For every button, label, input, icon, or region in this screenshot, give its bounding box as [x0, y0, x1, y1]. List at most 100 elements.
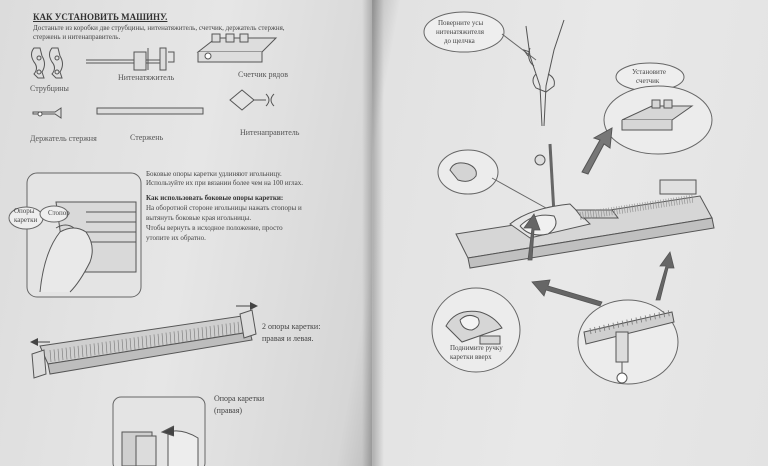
hatch-line: [202, 327, 203, 339]
section-title: КАК УСТАНОВИТЬ МАШИНУ.: [33, 12, 168, 22]
hatch-line: [174, 331, 175, 343]
hatch-line: [222, 324, 223, 336]
hatch-line: [650, 314, 651, 320]
hatch-line: [658, 200, 659, 208]
rod-holder-illustration: [30, 104, 70, 124]
hatch-line: [666, 199, 667, 207]
hatch-line: [603, 208, 604, 216]
hatch-line: [158, 334, 159, 346]
hatch-line: [637, 203, 638, 211]
hatch-line: [78, 346, 79, 358]
hatch-line: [689, 195, 690, 203]
hatch-line: [583, 212, 584, 220]
hatch-line: [659, 312, 660, 318]
label-rod-holder: Держатель стержня: [30, 134, 97, 143]
hatch-line: [641, 316, 642, 322]
hatch-line: [230, 323, 231, 335]
hatch-line: [190, 329, 191, 341]
hatch-line: [166, 333, 167, 345]
callout-stopper: Стопор: [48, 209, 70, 217]
rails-howto-4: утопите их обратно.: [146, 234, 206, 242]
callout-supports: Опоры каретки: [14, 207, 38, 224]
label-thread-guide: Нитенаправитель: [240, 128, 300, 137]
hatch-line: [676, 197, 677, 205]
hatch-line: [624, 205, 625, 213]
right-support-illustration: [112, 396, 208, 466]
hatch-line: [681, 196, 682, 204]
hatch-line: [645, 315, 646, 321]
hatch-line: [590, 210, 591, 218]
hatch-line: [198, 328, 199, 340]
hatch-line: [645, 202, 646, 210]
hatch-line: [668, 310, 669, 316]
counter-inset-illustration: [602, 80, 714, 156]
hatch-line: [238, 322, 239, 334]
hatch-line: [616, 206, 617, 214]
callout-antenna-bubble: [422, 10, 510, 56]
hatch-line: [186, 330, 187, 342]
hatch-line: [182, 330, 183, 342]
tensioner-antenna-illustration: [520, 16, 580, 136]
hatch-line: [618, 322, 619, 328]
hatch-line: [142, 336, 143, 348]
hatch-line: [66, 348, 67, 360]
hatch-line: [110, 341, 111, 353]
hatch-line: [118, 340, 119, 352]
rod-illustration: [96, 106, 206, 118]
callout-counter-2: счетчик: [636, 77, 660, 85]
callout-handle-1: Поднимите ручку: [450, 344, 503, 352]
hatch-line: [134, 337, 135, 349]
hatch-line: [635, 204, 636, 212]
label-row-counter: Счетчик рядов: [238, 70, 289, 79]
rails-inset-illustration: [26, 172, 144, 300]
callout-handle-2: каретки вверх: [450, 353, 492, 361]
hatch-line: [210, 326, 211, 338]
hatch-line: [622, 321, 623, 327]
hatch-line: [606, 208, 607, 216]
hatch-line: [82, 345, 83, 357]
hatch-line: [599, 326, 600, 332]
hatch-line: [613, 323, 614, 329]
hatch-line: [106, 342, 107, 354]
hatch-line: [655, 200, 656, 208]
two-supports-line-1: 2 опоры каретки:: [262, 322, 321, 331]
hatch-line: [611, 207, 612, 215]
hatch-line: [102, 342, 103, 354]
hatch-line: [194, 328, 195, 340]
needle-bed-illustration: [30, 302, 258, 388]
hatch-line: [74, 346, 75, 358]
callout-antenna-2: нитенатяжителя: [436, 28, 484, 36]
callout-counter-1: Установите: [632, 68, 666, 76]
hatch-line: [692, 195, 693, 203]
rails-howto-title: Как использовать боковые опоры каретки:: [146, 194, 284, 202]
hatch-line: [154, 334, 155, 346]
tensioner-illustration: [84, 46, 184, 72]
hatch-line: [619, 206, 620, 214]
right-support-line-1: Опора каретки: [214, 394, 265, 403]
hatch-line: [94, 343, 95, 355]
hatch-line: [596, 210, 597, 218]
hatch-line: [580, 212, 581, 220]
book-gutter: [362, 0, 384, 466]
arrow-to-counter: [578, 126, 618, 176]
hatch-line: [130, 338, 131, 350]
hatch-line: [70, 347, 71, 359]
callout-bubbles: [8, 200, 68, 240]
hatch-line: [218, 325, 219, 337]
hatch-line: [170, 332, 171, 344]
hatch-line: [640, 203, 641, 211]
hatch-line: [614, 207, 615, 215]
hatch-line: [206, 327, 207, 339]
hatch-line: [214, 325, 215, 337]
callout-antenna-1: Поверните усы: [438, 19, 484, 27]
hatch-line: [58, 349, 59, 361]
rails-text-2: Используйте их при вязании более чем на …: [146, 179, 304, 187]
hatch-line: [585, 211, 586, 219]
hatch-line: [631, 319, 632, 325]
intro-line-2: стержень и нитенаправитель.: [33, 33, 121, 41]
hatch-line: [226, 324, 227, 336]
hatch-line: [622, 206, 623, 214]
hatch-line: [609, 208, 610, 216]
hatch-line: [86, 345, 87, 357]
